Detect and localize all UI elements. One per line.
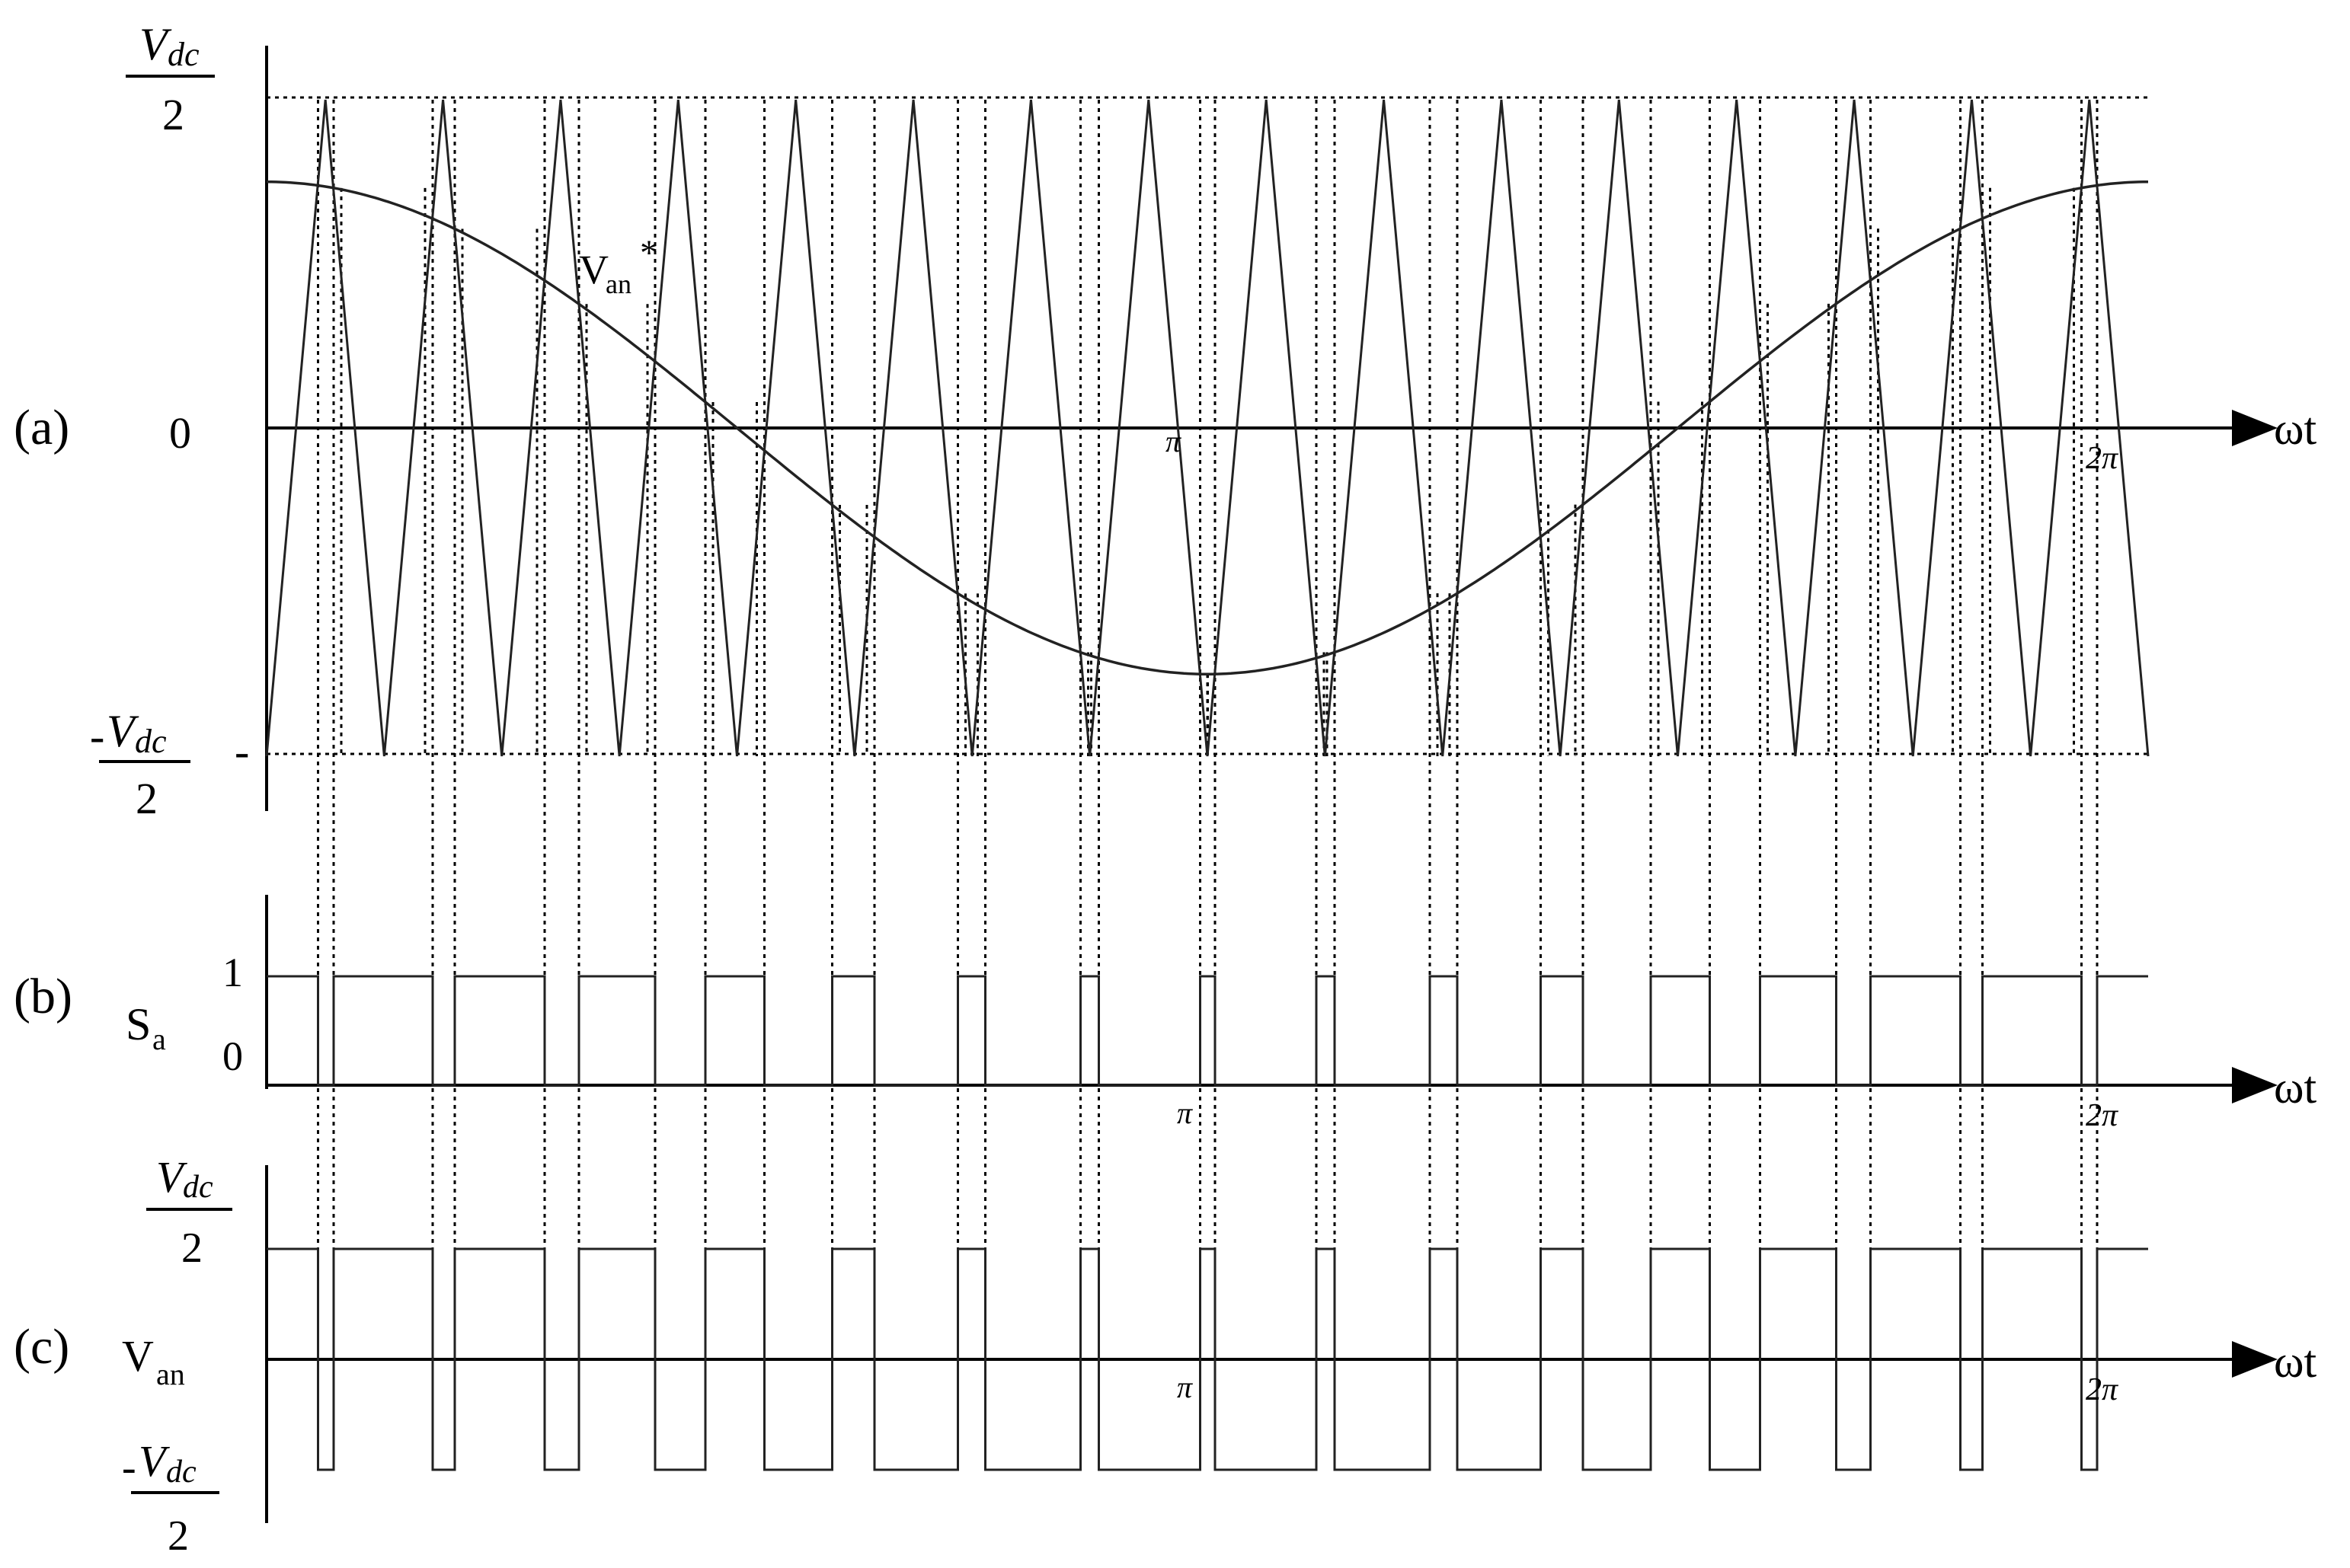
svg-text:V: V	[139, 19, 172, 69]
panel-b-signal-label: S a	[126, 999, 166, 1056]
svg-text:V: V	[139, 1436, 171, 1486]
reference-label: V an *	[579, 233, 658, 299]
svg-text:2: 2	[168, 1512, 189, 1560]
svg-text:dc: dc	[166, 1455, 197, 1490]
panel-label-b: (b)	[14, 969, 72, 1024]
comparison-drop-lines	[317, 100, 2099, 1470]
panel-c-tick-2pi: 2π	[2086, 1372, 2118, 1407]
panel-a-tick-2pi: 2π	[2086, 441, 2118, 476]
svg-text:dc: dc	[183, 1170, 213, 1205]
svg-text:2: 2	[136, 774, 158, 823]
panel-label-a: (a)	[14, 400, 69, 455]
panel-c-signal-label: V an	[122, 1331, 185, 1391]
svg-text:V: V	[122, 1331, 154, 1381]
svg-text:*: *	[640, 233, 658, 273]
panel-c-top-level-label: V dc 2	[146, 1152, 232, 1272]
panel-b-low-label: 0	[222, 1033, 243, 1079]
svg-text:-: -	[90, 711, 104, 761]
panel-a-x-arrow	[2232, 410, 2278, 446]
svg-text:V: V	[107, 706, 139, 756]
panel-c-tick-pi: π	[1177, 1370, 1193, 1404]
panel-a-axis-label: ωt	[2274, 404, 2316, 454]
svg-text:a: a	[152, 1022, 166, 1056]
reference-cosine	[267, 180, 2148, 676]
panel-a-bottom-level-label: - V dc 2 -	[90, 706, 249, 823]
svg-text:-: -	[235, 727, 249, 776]
svg-text:V: V	[579, 247, 609, 292]
panel-c-axis-label: ωt	[2274, 1336, 2316, 1387]
svg-text:-: -	[122, 1444, 136, 1491]
svg-text:2: 2	[162, 90, 184, 139]
panel-b-x-arrow	[2232, 1067, 2278, 1103]
panel-b-high-label: 1	[222, 950, 243, 995]
panel-c-x-arrow	[2232, 1341, 2278, 1378]
output-voltage-van	[267, 1247, 2148, 1471]
panel-c-bottom-level-label: - V dc 2	[122, 1436, 219, 1560]
svg-text:an: an	[156, 1357, 185, 1391]
svg-text:S: S	[126, 999, 151, 1049]
svg-text:an: an	[606, 269, 631, 299]
panel-b-tick-pi: π	[1177, 1096, 1193, 1130]
switching-signal-sa	[267, 975, 2148, 1087]
svg-text:V: V	[156, 1152, 188, 1202]
panel-a-zero-label: 0	[169, 408, 191, 458]
svg-text:2: 2	[181, 1225, 203, 1272]
axes	[265, 46, 2278, 1523]
panel-a-top-level-label: V dc 2	[126, 19, 215, 139]
svg-text:dc: dc	[168, 36, 200, 73]
panel-a-tick-pi: π	[1165, 424, 1181, 458]
svg-text:dc: dc	[135, 723, 167, 760]
triangular-carrier	[265, 99, 2150, 757]
panel-b-tick-2pi: 2π	[2086, 1098, 2118, 1133]
panel-label-c: (c)	[14, 1319, 69, 1375]
panel-b-axis-label: ωt	[2274, 1062, 2316, 1113]
